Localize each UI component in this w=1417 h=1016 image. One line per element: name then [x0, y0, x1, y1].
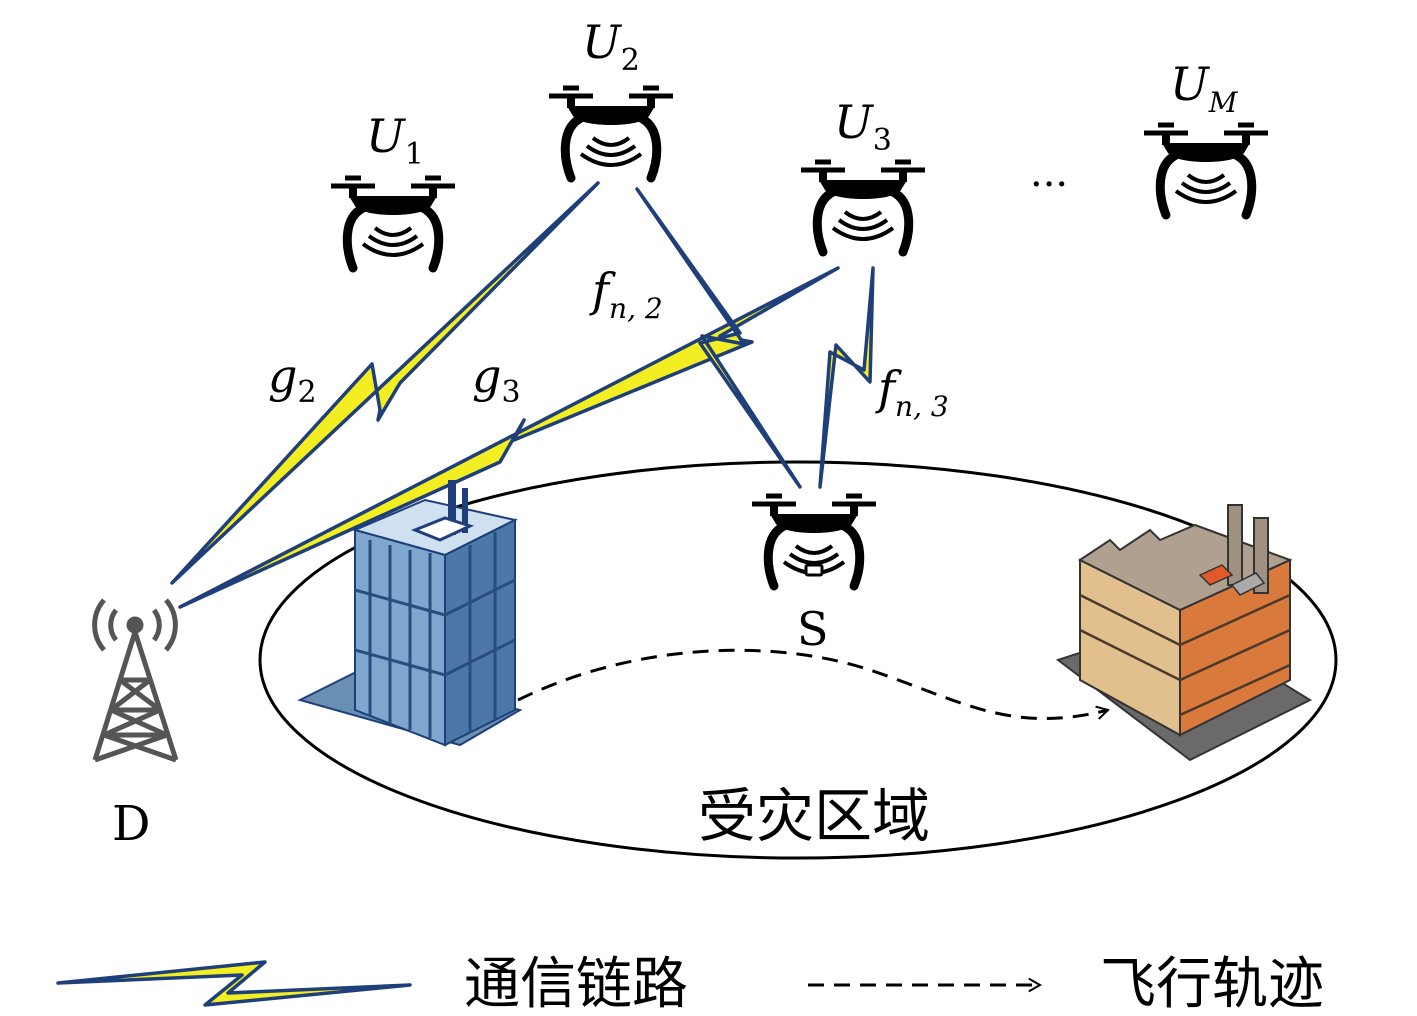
drone-u1-icon: [331, 178, 455, 268]
label-u3: U3: [834, 95, 892, 158]
office-building-icon: [297, 480, 523, 747]
legend-trajectory-label: 飞行轨迹: [1100, 952, 1324, 1016]
link-f-n3: [818, 266, 875, 489]
drone-u2-icon: [549, 88, 673, 178]
legend-link-symbol: [56, 960, 412, 1007]
label-s: S: [797, 602, 829, 656]
factory-building-icon: [1055, 504, 1313, 762]
legend-link-label: 通信链路: [464, 952, 688, 1016]
label-f-n3: fn, 3: [875, 361, 949, 423]
drone-u3-icon: [801, 162, 925, 252]
disaster-area-ellipse: [258, 460, 1338, 860]
link-g3: [178, 266, 840, 609]
flight-trajectory-path: [517, 648, 1110, 721]
label-u2: U2: [582, 15, 640, 78]
legend: 通信链路 飞行轨迹: [56, 952, 1324, 1016]
camera-icon: [804, 563, 824, 577]
label-d: D: [112, 796, 150, 852]
disaster-area-label: 受灾区域: [698, 782, 930, 850]
ellipsis-label: ···: [1030, 162, 1068, 208]
link-f-n2: [635, 187, 802, 489]
ground-station-tower-icon: [92, 598, 179, 763]
label-f-n2: fn, 2: [589, 263, 663, 325]
drone-um-icon: [1144, 125, 1268, 215]
link-g2: [170, 181, 600, 585]
label-g2: g2: [268, 349, 317, 410]
label-um: UM: [1170, 57, 1239, 119]
label-g3: g3: [472, 349, 521, 410]
label-u1: U1: [366, 109, 424, 172]
